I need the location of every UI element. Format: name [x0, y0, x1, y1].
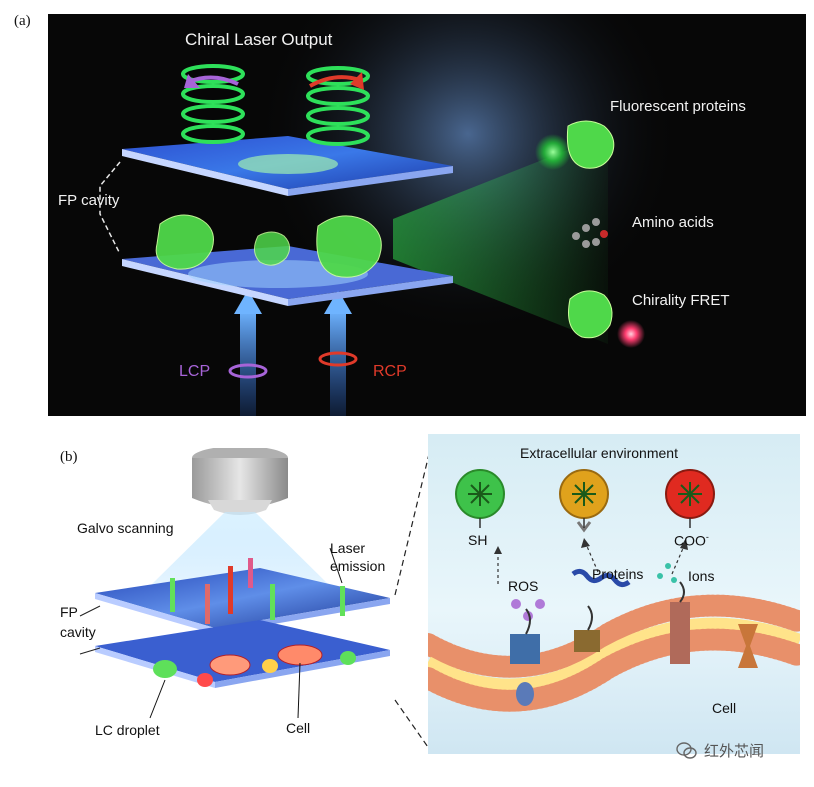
sensor-sh-group: SH: [468, 532, 488, 548]
panel-a-title: Chiral Laser Output: [185, 30, 333, 49]
fp-cavity-bracket: [99, 161, 121, 255]
laser-emission-label-2: emission: [330, 558, 386, 574]
item-fluorescent-proteins: Fluorescent proteins: [610, 98, 746, 115]
sensor-ions: [665, 469, 715, 519]
rcp-label: RCP: [373, 363, 407, 380]
analyte-ions: Ions: [688, 568, 715, 584]
panel-a-illustration: [99, 14, 678, 416]
zoom-lines: [394, 449, 431, 751]
receptor-3: [670, 581, 690, 664]
lc-droplet-label: LC droplet: [95, 722, 160, 738]
extracellular-panel: Extracellular environment SH COO- ROS Pr…: [428, 434, 800, 754]
cell-label-left: Cell: [286, 720, 311, 736]
laser-emission-label-1: Laser: [330, 540, 366, 556]
membrane-bottom: [428, 628, 800, 712]
protein-helix: [571, 568, 631, 588]
fret-protein-icon: [568, 290, 613, 339]
item-amino-acids: Amino acids: [632, 214, 714, 231]
watermark: 红外芯闻: [676, 740, 764, 761]
cell-label-right: Cell: [712, 700, 737, 716]
sensor-sh: [455, 469, 505, 519]
fluorescent-protein-icon: [566, 120, 615, 169]
cavity-proteins: [155, 214, 382, 278]
panel-a: Chiral Laser Output FP cavity LCP RCP Fl…: [48, 14, 806, 416]
panel-b-microscope-illustration: [79, 448, 390, 719]
ion-channel: [738, 624, 758, 668]
sensor-protein: [559, 469, 609, 533]
ros-molecules: [511, 599, 545, 621]
analyte-proteins: Proteins: [592, 566, 644, 582]
membrane-top: [428, 594, 800, 678]
receptor-1: [510, 608, 540, 706]
wechat-icon: [676, 741, 697, 759]
galvo-beams: [150, 512, 330, 586]
ion-stars: [657, 563, 677, 583]
extracellular-label: Extracellular environment: [520, 445, 678, 461]
panel-a-label: (a): [14, 13, 31, 29]
analyte-ros: ROS: [508, 578, 539, 594]
right-helix: [306, 66, 370, 146]
lcp-label: LCP: [179, 363, 211, 380]
pump-beam-lcp: [240, 310, 256, 416]
cells-on-plate: [153, 644, 356, 687]
lcp-ring-icon: [228, 363, 268, 379]
left-helix: [181, 64, 245, 144]
pump-beam-rcp: [330, 310, 346, 416]
fret-dot-icon: [617, 320, 645, 348]
fp-cavity-label-b-2: cavity: [60, 624, 96, 640]
objective-lens: [192, 458, 288, 508]
galvo-scanning-label: Galvo scanning: [77, 520, 174, 536]
emission-cone: [393, 134, 608, 344]
panel-b-label: (b): [60, 449, 78, 465]
item-chirality-fret: Chirality FRET: [632, 292, 730, 309]
laser-emission-sticks: [170, 558, 345, 624]
amino-acid-icon: [572, 218, 608, 248]
fp-cavity-label: FP cavity: [58, 192, 120, 209]
membrane-illustration: [428, 469, 800, 712]
top-plate-b: [95, 568, 390, 628]
sensor-ions-group: COO-: [674, 532, 709, 549]
fp-cavity-label-b-1: FP: [60, 604, 78, 620]
receptor-2: [574, 605, 600, 652]
rcp-ring-icon: [318, 351, 358, 367]
top-mirror-plate: [122, 136, 453, 196]
